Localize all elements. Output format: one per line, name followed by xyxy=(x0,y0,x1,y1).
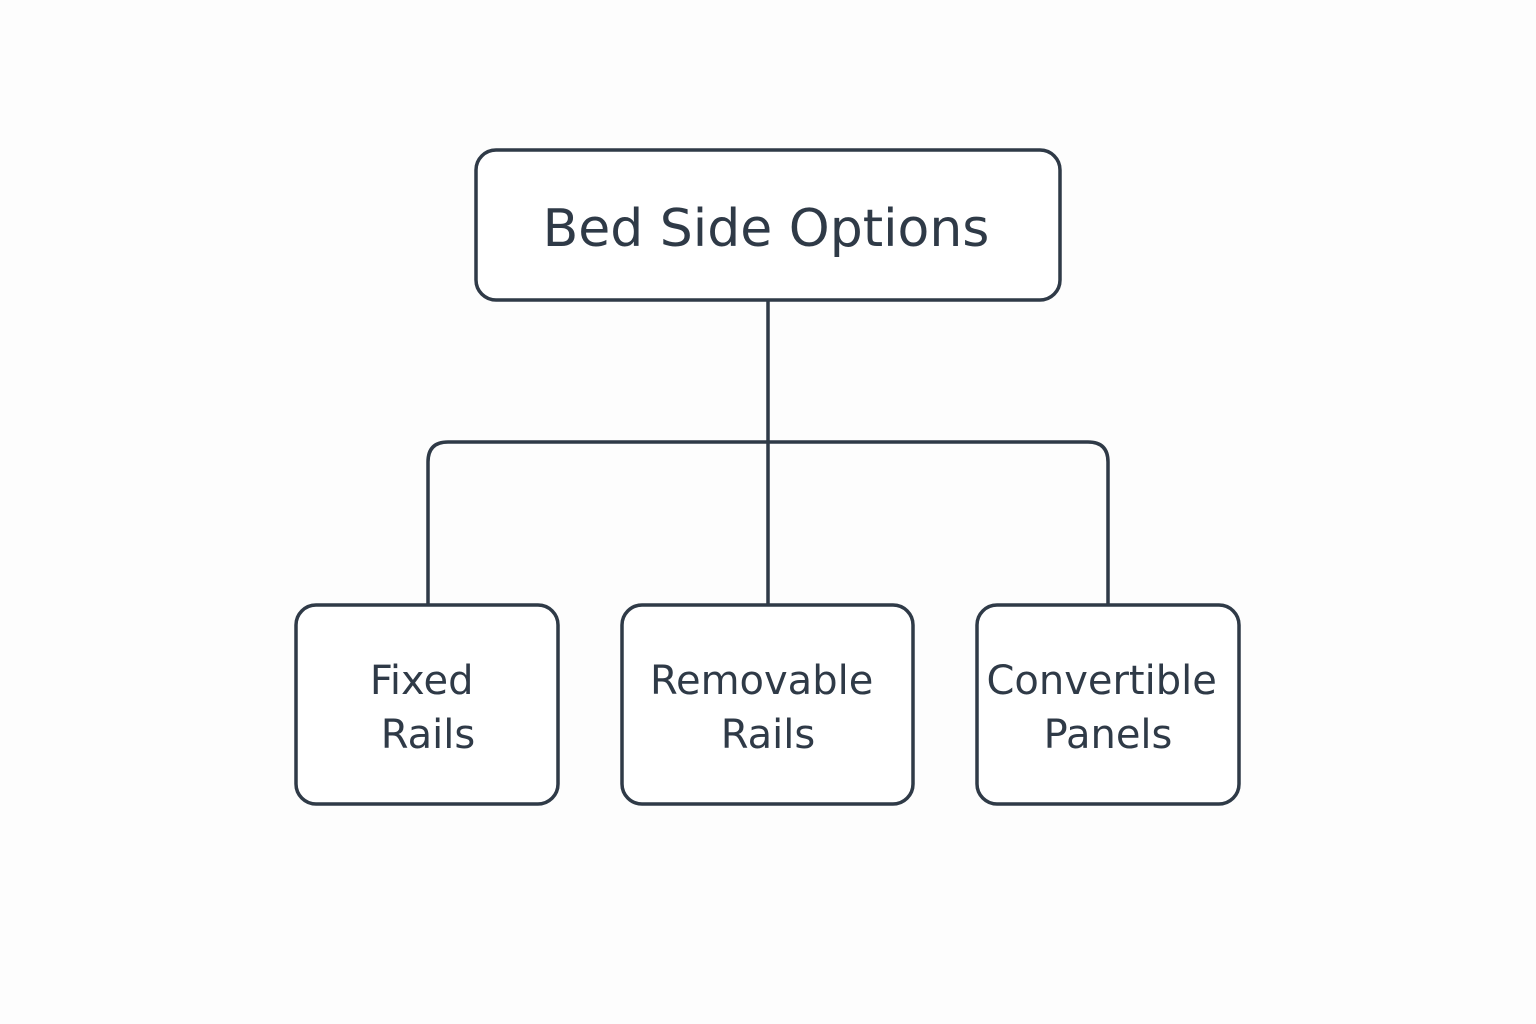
child-node-fixed-rails-line2: Rails xyxy=(381,712,476,758)
child-node-removable-rails-box xyxy=(620,603,915,806)
connectors xyxy=(426,298,1110,606)
root-node-label: Bed Side Options xyxy=(543,199,990,259)
child-node-fixed-rails-line1: Fixed xyxy=(370,658,474,704)
child-node-fixed-rails-box xyxy=(294,603,560,806)
child-node-convertible-panels-box xyxy=(975,603,1241,806)
root-node: Bed Side Options xyxy=(474,148,1062,302)
child-node-removable-rails-label: Removable Rails xyxy=(650,658,886,758)
child-node-removable-rails: Removable Rails xyxy=(620,603,915,806)
child-node-fixed-rails-label: Fixed Rails xyxy=(370,658,486,758)
child-node-convertible-panels-line1: Convertible xyxy=(986,658,1216,704)
child-node-convertible-panels-line2: Panels xyxy=(1044,712,1173,758)
child-node-removable-rails-line1: Removable xyxy=(650,658,873,704)
child-node-convertible-panels: Convertible Panels xyxy=(975,603,1241,806)
child-node-convertible-panels-label: Convertible Panels xyxy=(986,658,1229,758)
root-node-box xyxy=(474,148,1062,302)
child-node-removable-rails-line2: Rails xyxy=(721,712,816,758)
child-node-fixed-rails: Fixed Rails xyxy=(294,603,560,806)
